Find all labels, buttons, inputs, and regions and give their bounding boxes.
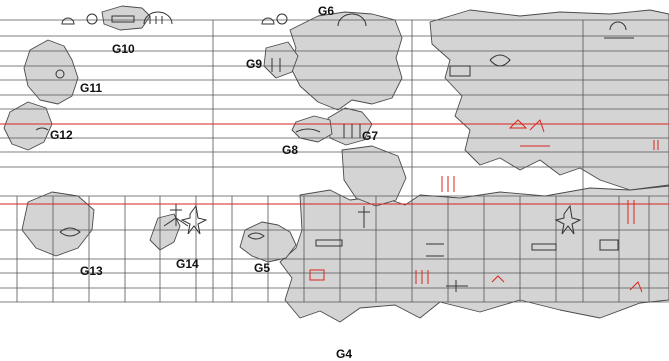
label-g4: G4 — [336, 347, 352, 361]
label-g10: G10 — [112, 42, 135, 56]
label-g7: G7 — [362, 129, 378, 143]
fragment-g13 — [22, 192, 94, 256]
label-g11: G11 — [80, 81, 102, 95]
fragment-central — [342, 146, 406, 206]
label-g6: G6 — [318, 4, 334, 18]
label-g14: G14 — [176, 257, 199, 271]
label-g8: G8 — [282, 143, 298, 157]
label-g12: G12 — [50, 128, 73, 142]
label-g13: G13 — [80, 264, 103, 278]
fragment-g10 — [102, 6, 150, 30]
fragment-g11 — [24, 40, 78, 104]
fragment-upper-right — [430, 10, 669, 190]
fragments — [4, 6, 669, 322]
label-g5: G5 — [254, 261, 270, 275]
label-g9: G9 — [246, 57, 262, 71]
